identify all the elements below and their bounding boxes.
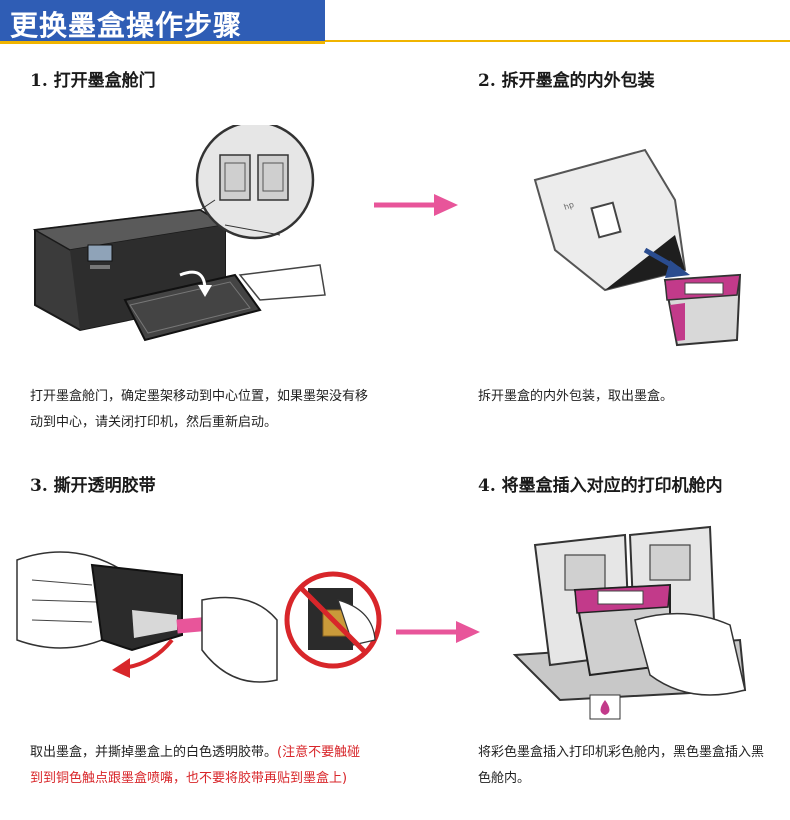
packaging-illustration: hp <box>525 140 765 370</box>
printer-illustration <box>30 125 330 345</box>
arrow-icon-2 <box>394 617 484 647</box>
step-1-title: 1. 打开墨盒舱门 <box>30 71 156 91</box>
no-touch-warning-illustration <box>283 570 383 670</box>
step-4-title: 4. 将墨盒插入对应的打印机舱内 <box>478 476 723 496</box>
svg-text:hp: hp <box>563 200 576 212</box>
cartridge-insertion-illustration <box>510 515 750 725</box>
step-1-description: 打开墨盒舱门，确定墨架移动到中心位置，如果墨架没有移动到中心，请关闭打印机，然后… <box>30 389 369 430</box>
step-2-description: 拆开墨盒的内外包装，取出墨盒。 <box>478 389 674 404</box>
header-divider <box>325 40 790 42</box>
header-banner: 更换墨盒操作步骤 <box>0 0 325 44</box>
step-2-title: 2. 拆开墨盒的内外包装 <box>478 71 655 91</box>
step-3-warning: (注意不要触碰到到铜色触点跟墨盒喷嘴，也不要将胶带再贴到墨盒上) <box>30 745 361 786</box>
step-3-title: 3. 撕开透明胶带 <box>30 476 156 496</box>
step-4-description: 将彩色墨盒插入打印机彩色舱内，黑色墨盒插入黑色舱内。 <box>478 745 765 786</box>
page-header: 更换墨盒操作步骤 <box>0 0 790 44</box>
tape-removal-illustration <box>12 540 282 710</box>
step-3-instruction: 取出墨盒，并撕掉墨盒上的白色透明胶带。 <box>30 745 278 760</box>
page-title: 更换墨盒操作步骤 <box>10 9 243 42</box>
step-3-description: 取出墨盒，并撕掉墨盒上的白色透明胶带。(注意不要触碰到到铜色触点跟墨盒喷嘴，也不… <box>30 740 370 792</box>
arrow-icon <box>372 190 462 220</box>
